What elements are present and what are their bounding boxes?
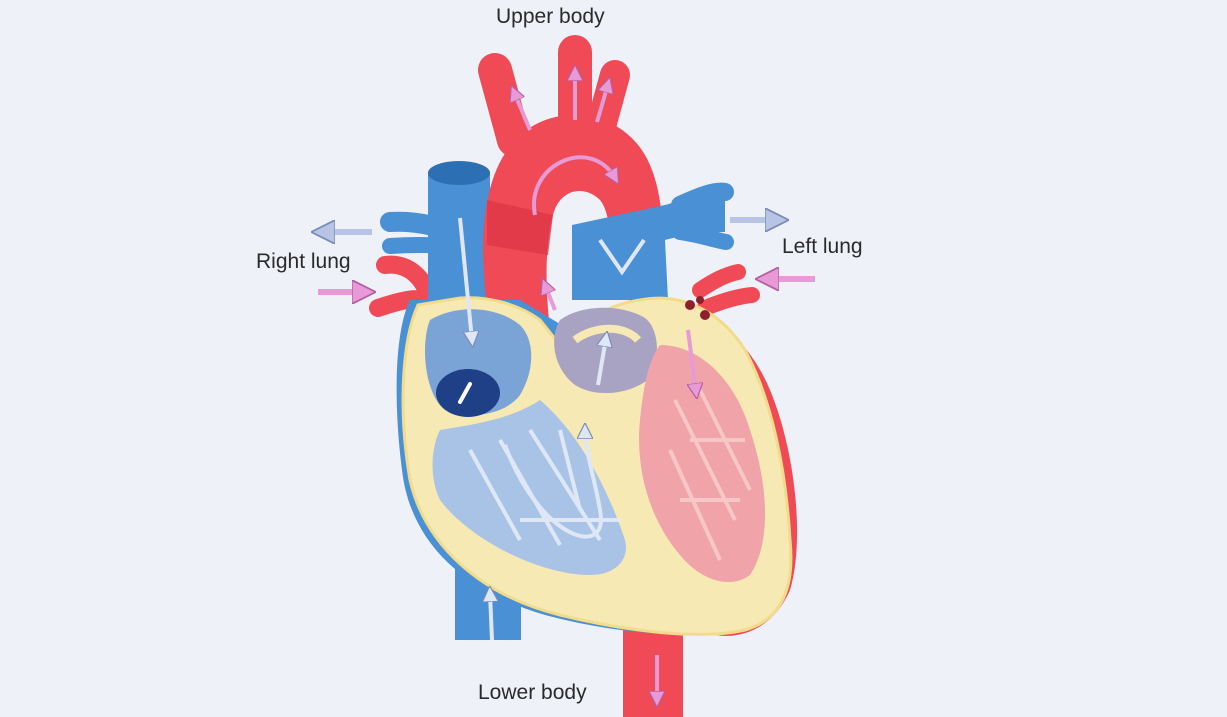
arrow-ivc-up — [490, 593, 492, 641]
left-ventricle — [639, 345, 765, 583]
arrow-lv-to-aorta — [545, 285, 557, 311]
pulmonary-vein-openings — [685, 296, 710, 320]
upper-body-flow-arrows — [514, 72, 615, 311]
label-right-lung: Right lung — [256, 250, 351, 273]
tricuspid-valve — [436, 369, 500, 417]
aortic-valve — [572, 324, 642, 344]
interior-flow-arrows — [458, 217, 696, 700]
arrow-pulmonary-split — [598, 238, 646, 276]
superior-vena-cava-opening — [428, 161, 490, 185]
label-lower-body: Lower body — [478, 681, 587, 704]
arrow-arch-curve — [531, 155, 615, 216]
arrow-svc-down — [458, 217, 472, 340]
arrow-upper-left — [514, 92, 532, 131]
left-pulmonary-veins — [692, 264, 760, 316]
left-ventricle-trabeculae — [668, 389, 752, 561]
label-left-lung: Left lung — [782, 235, 863, 258]
arrow-rv-loop — [503, 430, 603, 539]
arrow-lv-down — [686, 329, 696, 392]
label-upper-body: Upper body — [496, 5, 605, 28]
arrow-la-up — [596, 338, 606, 386]
pulmonary-trunk — [572, 182, 734, 300]
arrow-upper-right — [595, 84, 608, 123]
tricuspid-leaflet — [458, 382, 472, 404]
